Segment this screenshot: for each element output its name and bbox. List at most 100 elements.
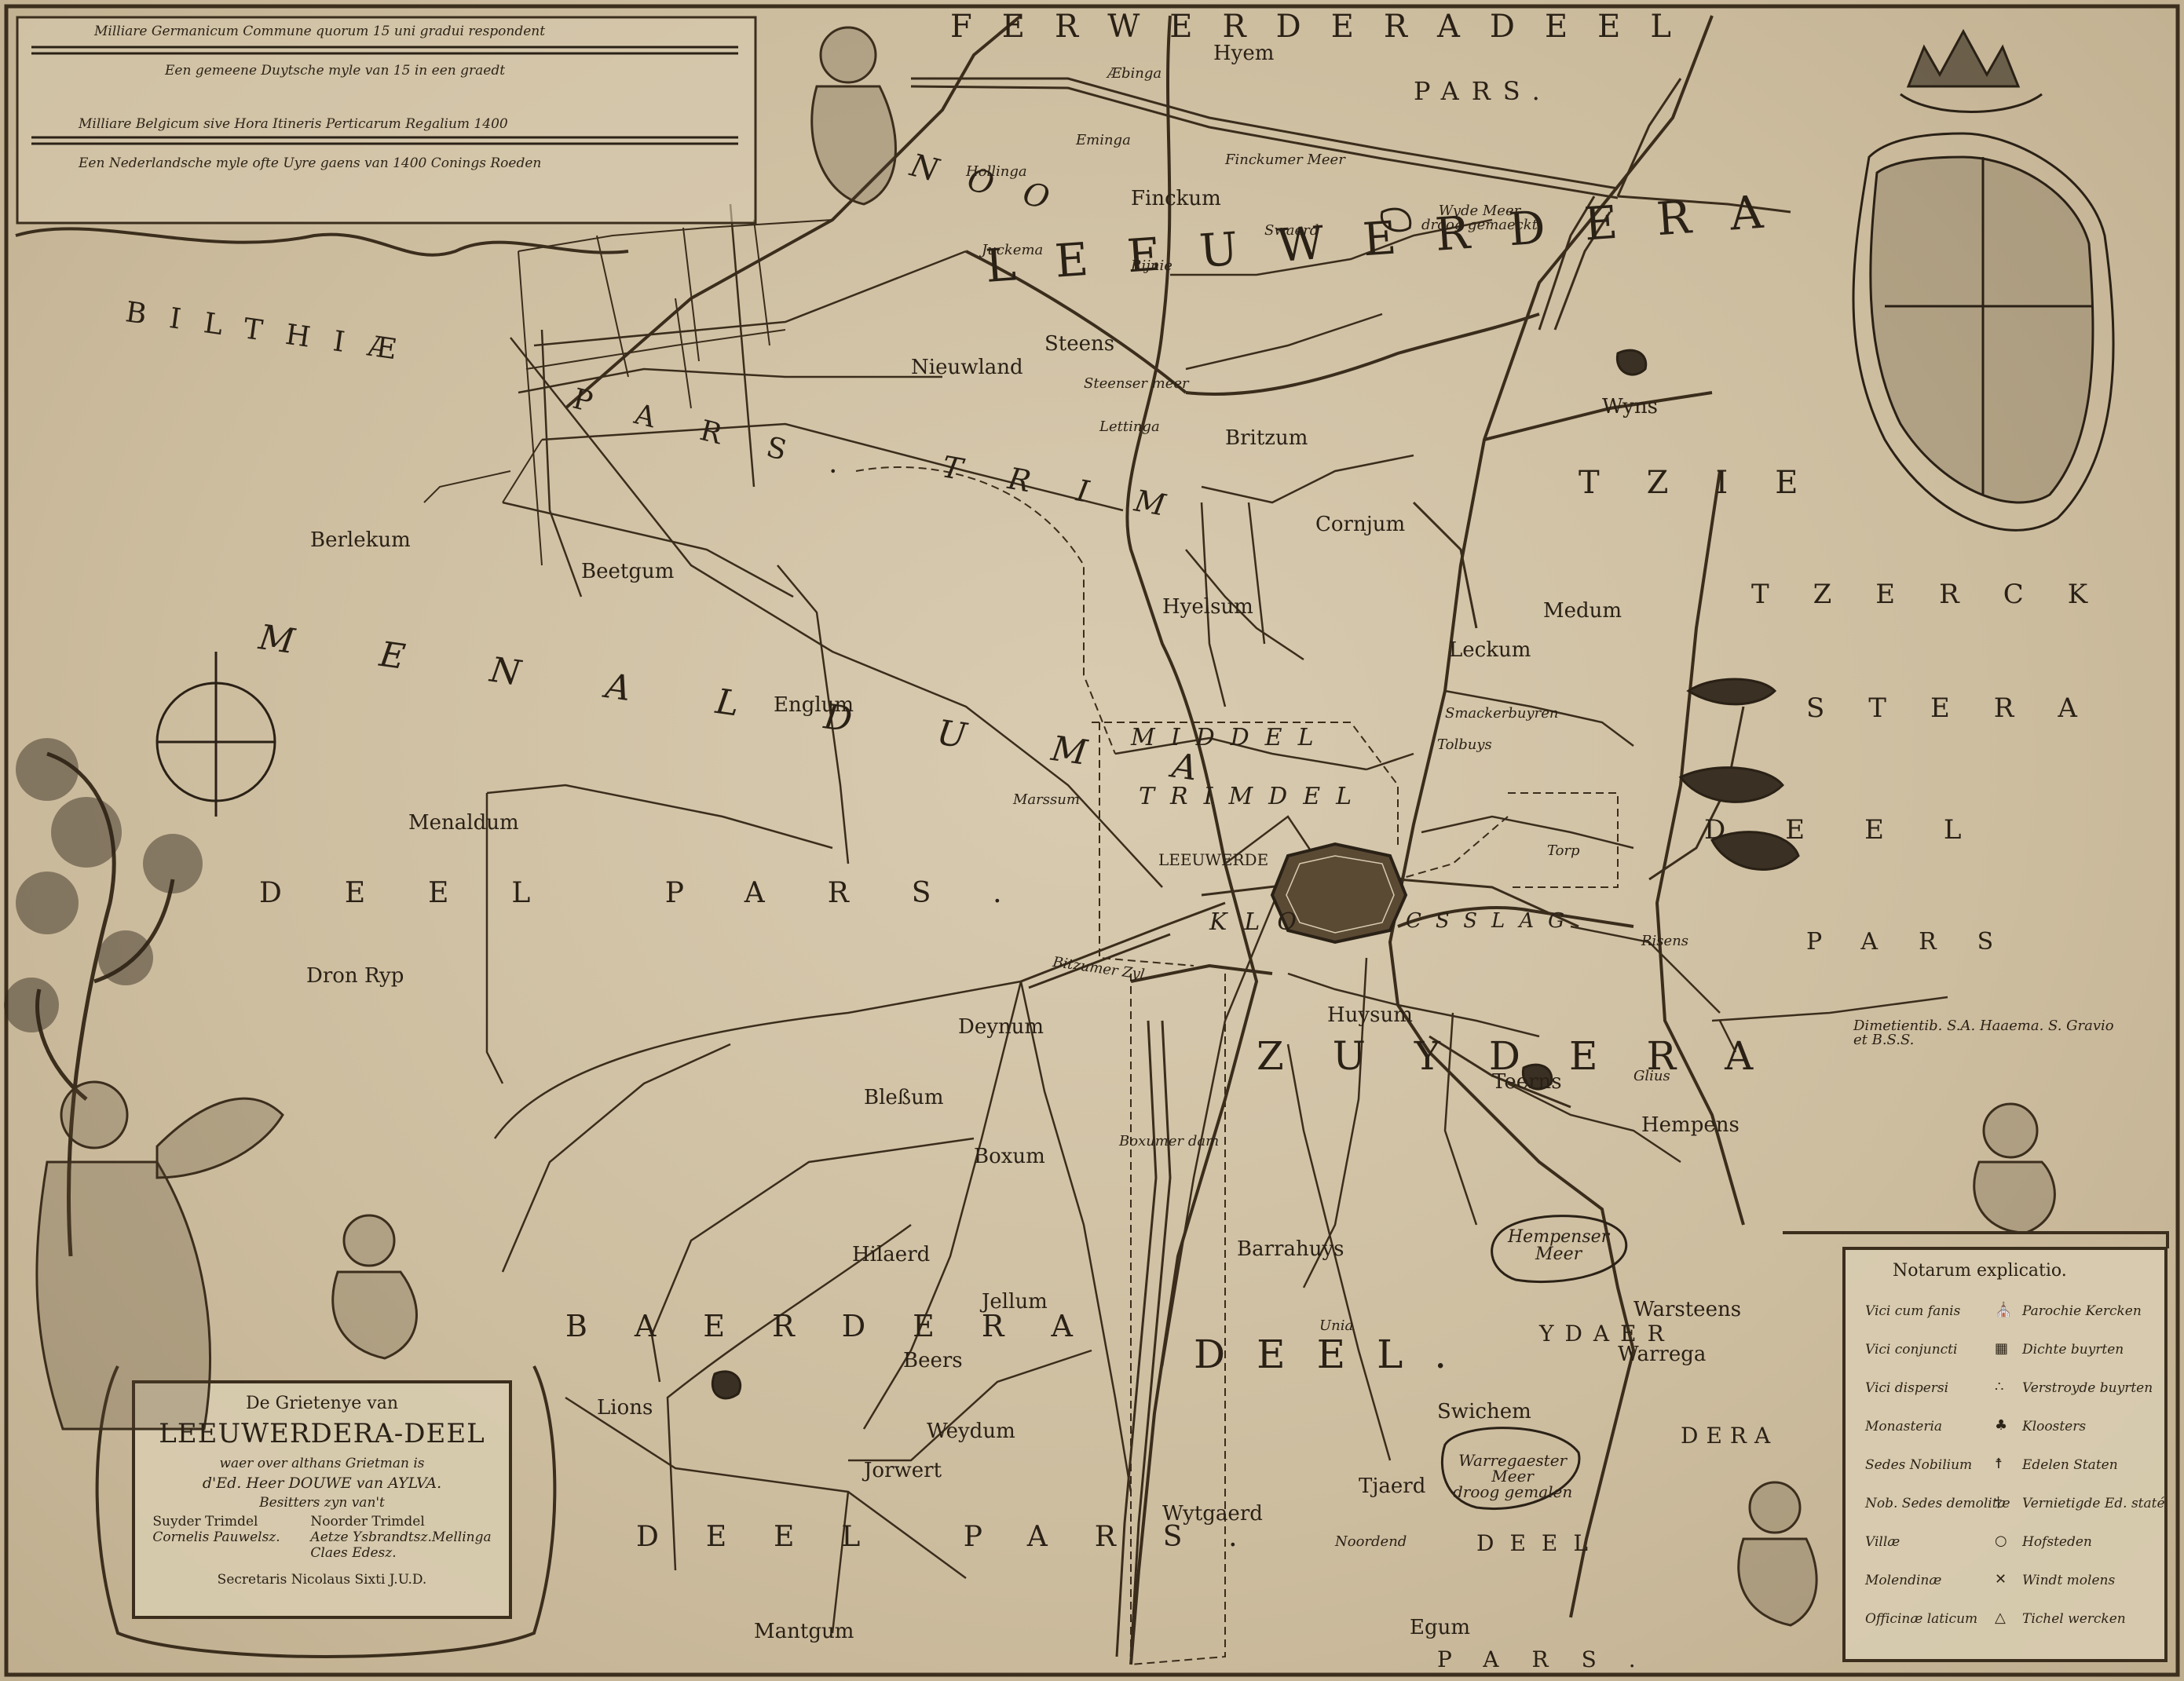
place-hyelsum: Hyelsum — [1162, 595, 1253, 619]
region-tzerck: TZERCK — [1751, 579, 2132, 610]
place-beetgum: Beetgum — [581, 560, 675, 583]
legend-dutch: Dichte buyrten — [2022, 1342, 2124, 1358]
legend-title: Notarum explicatio. — [1893, 1261, 2067, 1281]
place-weydum: Weydum — [927, 1420, 1015, 1443]
place-nieuwland: Nieuwland — [911, 356, 1023, 379]
place-dron-ryp: Dron Ryp — [306, 964, 404, 988]
place-leeuwerde: LEEUWERDE — [1158, 850, 1269, 869]
allegorical-figure — [35, 1080, 284, 1431]
compass-rose — [155, 652, 276, 817]
legend-symbol-icon: ○ — [1995, 1533, 2007, 1549]
water-boxumer-dam: Boxumer dam — [1119, 1133, 1220, 1149]
legend-symbol-icon: ⛪ — [1995, 1302, 2013, 1318]
place-swichem: Swichem — [1437, 1400, 1531, 1423]
region-deel-pars-left: DEEL PARS. — [259, 877, 1065, 909]
region-deel-bottom-right: DEEL — [1476, 1530, 1604, 1556]
place-hyem: Hyem — [1213, 42, 1275, 65]
region-deel-right: DEEL — [1704, 814, 2021, 846]
place-tolbuys: Tolbuys — [1437, 736, 1492, 753]
legend-latin: Nob. Sedes demolitæ — [1865, 1496, 2010, 1511]
place-hilaerd: Hilaerd — [852, 1243, 931, 1266]
leeuwarden-city — [1270, 842, 1408, 945]
scale-text-4: Een Nederlandsche myle ofte Uyre gaens v… — [79, 155, 542, 171]
place-huysum: Huysum — [1327, 1003, 1413, 1027]
place-menaldum: Menaldum — [408, 811, 519, 835]
lakes — [711, 349, 1800, 1400]
region-trimdel: TRIMDEL — [1139, 783, 1368, 810]
region-tzierck: TZIE — [1579, 465, 1846, 501]
region-deel-pars-bottom: DEEL PARS. — [636, 1521, 1285, 1553]
putti — [331, 26, 2056, 1627]
place-beers: Beers — [903, 1349, 963, 1372]
region-csslag: CSSLAG — [1406, 909, 1579, 933]
drained-lakes — [1380, 207, 1628, 1510]
place-rijnie: Rijnie — [1131, 258, 1172, 274]
legend-dutch: Parochie Kercken — [2022, 1303, 2142, 1319]
legend-dutch: Tichel wercken — [2022, 1611, 2126, 1627]
place-jellum: Jellum — [982, 1290, 1048, 1314]
cartouche-line2: LEEUWERDERA-DEEL — [159, 1418, 485, 1449]
place-wyns: Wyns — [1602, 395, 1658, 418]
region-dera-right: DERA — [1681, 1423, 1779, 1449]
dashed-boundary — [855, 466, 1619, 1665]
water-finckumer-meer: Finckumer Meer — [1225, 152, 1345, 168]
cartouche-right-head: Noorder Trimdel — [310, 1514, 425, 1529]
place-lettinga: Lettinga — [1099, 418, 1160, 435]
place-leckum: Leckum — [1449, 638, 1531, 662]
place-swaerd: Swaerd — [1264, 222, 1319, 239]
legend-symbol-icon: ∴ — [1995, 1379, 2004, 1395]
place-teerns: Teerns — [1492, 1070, 1562, 1094]
place-juckema: Juckema — [982, 242, 1044, 258]
legend-latin: Monasteria — [1865, 1419, 1943, 1434]
place-englum: Englum — [774, 693, 854, 717]
legend-symbol-icon: △ — [1995, 1610, 2006, 1626]
place-britzum: Britzum — [1225, 426, 1308, 450]
legend-latin: Vici conjuncti — [1865, 1342, 1958, 1358]
place-noordend: Noordend — [1335, 1533, 1407, 1550]
place-hollinga: Hollinga — [966, 163, 1027, 180]
place-berlekum: Berlekum — [310, 528, 411, 552]
place-finckum: Finckum — [1131, 187, 1221, 210]
polder-lines — [423, 219, 833, 566]
legend-latin: Vici cum fanis — [1865, 1303, 1961, 1319]
water-wyde-meer: Wyde Meer droog gemaeckt — [1421, 203, 1538, 233]
place-mantgum: Mantgum — [754, 1620, 854, 1643]
place-hempens: Hempens — [1641, 1113, 1740, 1137]
dimetientib-note: Dimetientib. S.A. Haaema. S. Gravio et B… — [1853, 1018, 2114, 1048]
place-tjaerd: Tjaerd — [1359, 1475, 1426, 1498]
place-marssum: Marssum — [1013, 791, 1080, 808]
legend-latin: Villæ — [1865, 1534, 1900, 1550]
legend-latin: Molendinæ — [1865, 1573, 1942, 1588]
water-hempenser-meer: Hempenser Meer — [1508, 1227, 1610, 1264]
place-steens: Steens — [1044, 332, 1115, 356]
legend-symbol-icon: ♣ — [1995, 1417, 2008, 1434]
scale-text-2: Een gemeene Duytsche myle van 15 in een … — [165, 63, 506, 79]
cartouche-left-head: Suyder Trimdel — [152, 1514, 258, 1529]
region-deel-main: DEEL. — [1194, 1332, 1479, 1377]
legend-dutch: Vernietigde Ed. staté — [2022, 1496, 2165, 1511]
region-baerdera: BAERDERA — [565, 1309, 1120, 1343]
cartouche-left-name: Cornelis Pauwelsz. — [152, 1529, 280, 1545]
place-lions: Lions — [597, 1396, 653, 1420]
water-steenser-meer: Steenser meer — [1084, 375, 1189, 392]
region-stera: STERA — [1806, 692, 2121, 724]
place-wytgaerd: Wytgaerd — [1162, 1502, 1263, 1526]
legend-box — [1842, 1247, 2168, 1662]
place-jorwert: Jorwert — [864, 1459, 942, 1482]
waterway — [910, 77, 1791, 1657]
place-warsteens: Warsteens — [1633, 1298, 1742, 1321]
region-ferwerderadeel-pars: PARS. — [1414, 76, 1553, 106]
scale-text-3: Milliare Belgicum sive Hora Itineris Per… — [79, 116, 508, 132]
place-cornjum: Cornjum — [1315, 513, 1406, 536]
legend-symbol-icon: ☨ — [1995, 1456, 2003, 1472]
place-medum: Medum — [1543, 599, 1622, 623]
legend-symbol-icon: † — [1995, 1494, 2002, 1511]
legend-symbol-icon: ▦ — [1995, 1340, 2009, 1357]
place-risens: Risens — [1641, 933, 1689, 949]
place-eminga: Eminga — [1076, 132, 1131, 148]
place-barrahuys: Barrahuys — [1237, 1237, 1344, 1261]
road-network — [485, 203, 1948, 1634]
cartouche-line4: d'Ed. Heer DOUWE van AYLVA. — [202, 1475, 442, 1492]
